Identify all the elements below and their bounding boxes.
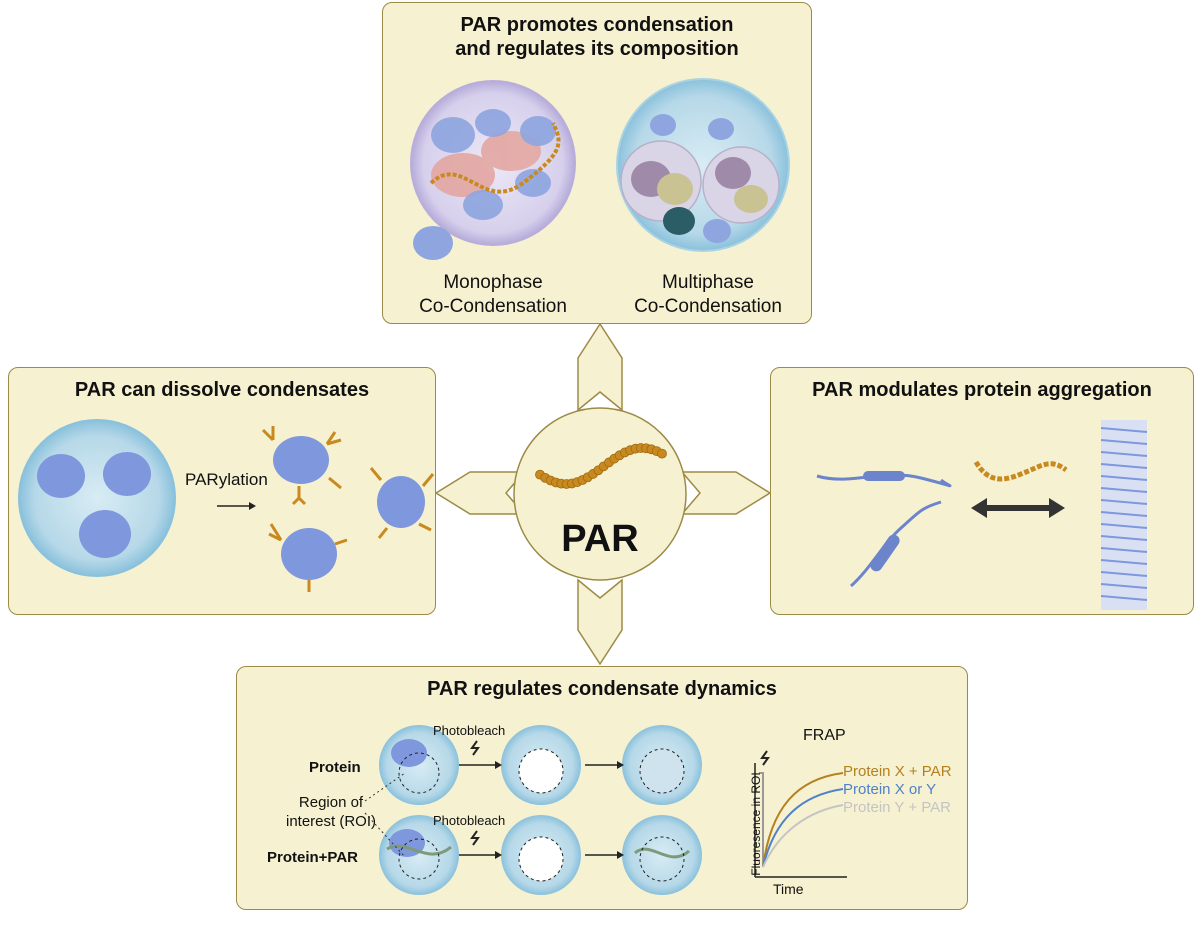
par-bead (657, 448, 667, 459)
free-protein-mono (413, 226, 453, 260)
roi-label-line2: interest (ROI) (285, 813, 376, 830)
row1-label: Protein (309, 759, 361, 776)
frap-chart (754, 763, 847, 878)
lightning-icon (470, 740, 770, 846)
roi-label-line1: Region of (298, 794, 364, 811)
right-panel-illustration (816, 420, 1148, 610)
arrow-left-connector (434, 471, 526, 515)
top-panel-title-line2: and regulates its composition (455, 38, 739, 60)
frap-legend-y-par: Protein Y + PAR (843, 799, 951, 816)
panel-par-regulates-dynamics: PAR regulates condensate dynamics (236, 666, 968, 910)
right-panel-title: PAR modulates protein aggregation (812, 379, 1152, 401)
bottom-panel-title: PAR regulates condensate dynamics (427, 678, 777, 700)
par-chain-mono (429, 122, 561, 194)
panel-par-dissolves-condensates: PAR can dissolve condensates PARylation (8, 367, 436, 615)
unfolded-protein-2 (849, 500, 942, 588)
frap-legend-x-par: Protein X + PAR (843, 763, 952, 780)
frap-title: FRAP (803, 727, 846, 744)
top-panel-illustration (410, 78, 790, 260)
frap-xlabel: Time (773, 881, 804, 897)
unfolded-protein-1 (816, 473, 952, 488)
panel-par-modulates-aggregation: PAR modulates protein aggregation (770, 367, 1194, 615)
top-panel-title-line1: PAR promotes condensation (460, 14, 734, 36)
par-center-label: PAR (561, 518, 639, 560)
frap-curve-y-par (762, 804, 844, 868)
teal-protein (663, 207, 695, 235)
monophase-caption-line1: Monophase (443, 272, 543, 293)
arrow-up-connector (577, 322, 623, 412)
monophase-caption-line2: Co-Condensation (419, 296, 567, 317)
frap-prebleach (759, 772, 764, 867)
panel-par-promotes-condensation: PAR promotes condensation and regulates … (382, 2, 812, 324)
frap-curve-x-or-y (762, 788, 844, 868)
amyloid-fibril (1100, 420, 1148, 610)
multiphase-caption-line2: Co-Condensation (634, 296, 782, 317)
arrow-down-connector (577, 578, 623, 666)
arrow-right-connector (680, 471, 772, 515)
frap-illustration (364, 725, 847, 895)
left-panel-title: PAR can dissolve condensates (74, 379, 370, 401)
frap-curve-x-par (762, 772, 844, 868)
frap-row-1 (379, 725, 702, 805)
parylation-label: PARylation (185, 470, 268, 489)
left-panel-illustration (18, 419, 435, 592)
photobleach-label-1: Photobleach (433, 723, 506, 738)
par-chain-right (973, 460, 1068, 482)
frap-legend-x-or-y: Protein X or Y (843, 781, 937, 798)
par-chain-center (535, 443, 667, 489)
blue-protein-cluster (431, 109, 556, 220)
frap-row-2 (379, 815, 702, 895)
multiphase-caption-line1: Multiphase (662, 272, 754, 293)
photobleach-label-2: Photobleach (433, 813, 506, 828)
frap-ylabel: Fluoresence in ROI (749, 772, 763, 876)
row2-label: Protein+PAR (267, 849, 358, 866)
